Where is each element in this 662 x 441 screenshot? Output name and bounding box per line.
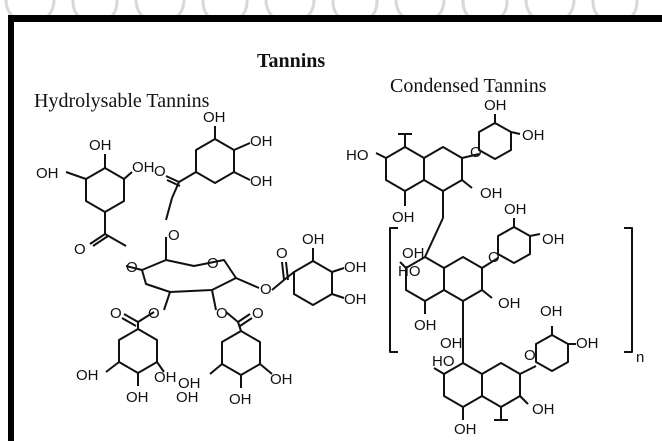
atom-label: OH [532, 401, 555, 418]
atom-label: OH [392, 209, 415, 226]
condensed-structure [375, 114, 633, 421]
atom-label: O [216, 305, 228, 322]
atom-label: OH [154, 369, 177, 386]
atom-label: O [488, 249, 500, 266]
atom-label: OH [178, 375, 201, 392]
atom-label: OH [89, 137, 112, 154]
atom-label: OH [576, 335, 599, 352]
atom-label: OH [498, 295, 521, 312]
atom-label: O [524, 347, 536, 364]
hydrolysable-structure [65, 126, 345, 388]
figure-title: Tannins [257, 50, 326, 72]
atom-label: OH [36, 165, 59, 182]
atom-label: O [252, 305, 264, 322]
atom-label: O [74, 241, 86, 258]
atom-label: HO [398, 263, 421, 280]
atom-label: O [154, 163, 166, 180]
atom-label: OH [542, 231, 565, 248]
atom-label: O [148, 305, 160, 322]
atom-label: OH [522, 127, 545, 144]
condensed-heading: Condensed Tannins [390, 75, 547, 97]
atom-label: OH [250, 133, 273, 150]
repeat-subscript: n [636, 349, 644, 366]
atom-label: OH [402, 245, 425, 262]
atom-label: OH [414, 317, 437, 334]
atom-label: HO [432, 353, 455, 370]
atom-label: O [276, 245, 288, 262]
atom-label: O [168, 227, 180, 244]
hydrolysable-labels: OH OH OH OH OH OH O O O O O O O OH OH OH… [36, 109, 367, 408]
atom-label: OH [540, 303, 563, 320]
atom-label: OH [270, 371, 293, 388]
atom-label: OH [480, 185, 503, 202]
figure-panel: Tannins Hydrolysable Tannins Condensed T… [14, 22, 662, 441]
atom-label: OH [454, 421, 477, 438]
atom-label: O [260, 281, 272, 298]
atom-label: OH [302, 231, 325, 248]
atom-label: OH [250, 173, 273, 190]
atom-label: O [110, 305, 122, 322]
atom-label: HO [346, 147, 369, 164]
structure-diagram: OH OH OH OH OH OH O O O O O O O OH OH OH… [36, 97, 644, 438]
atom-label: OH [203, 109, 226, 126]
atom-label: OH [126, 389, 149, 406]
atom-label: OH [484, 97, 507, 114]
atom-label: O [207, 255, 219, 272]
atom-label: O [470, 144, 482, 161]
atom-label: OH [504, 201, 527, 218]
atom-label: OH [132, 159, 155, 176]
atom-label: O [126, 259, 138, 276]
atom-label: OH [344, 259, 367, 276]
atom-label: OH [344, 291, 367, 308]
hydrolysable-heading: Hydrolysable Tannins [34, 90, 210, 112]
atom-label: OH [76, 367, 99, 384]
atom-label: OH [176, 389, 199, 406]
atom-label: OH [229, 391, 252, 408]
condensed-labels: OH OH HO O OH OH OH OH OH HO O OH OH OH … [346, 97, 644, 438]
atom-label: OH [440, 335, 463, 352]
